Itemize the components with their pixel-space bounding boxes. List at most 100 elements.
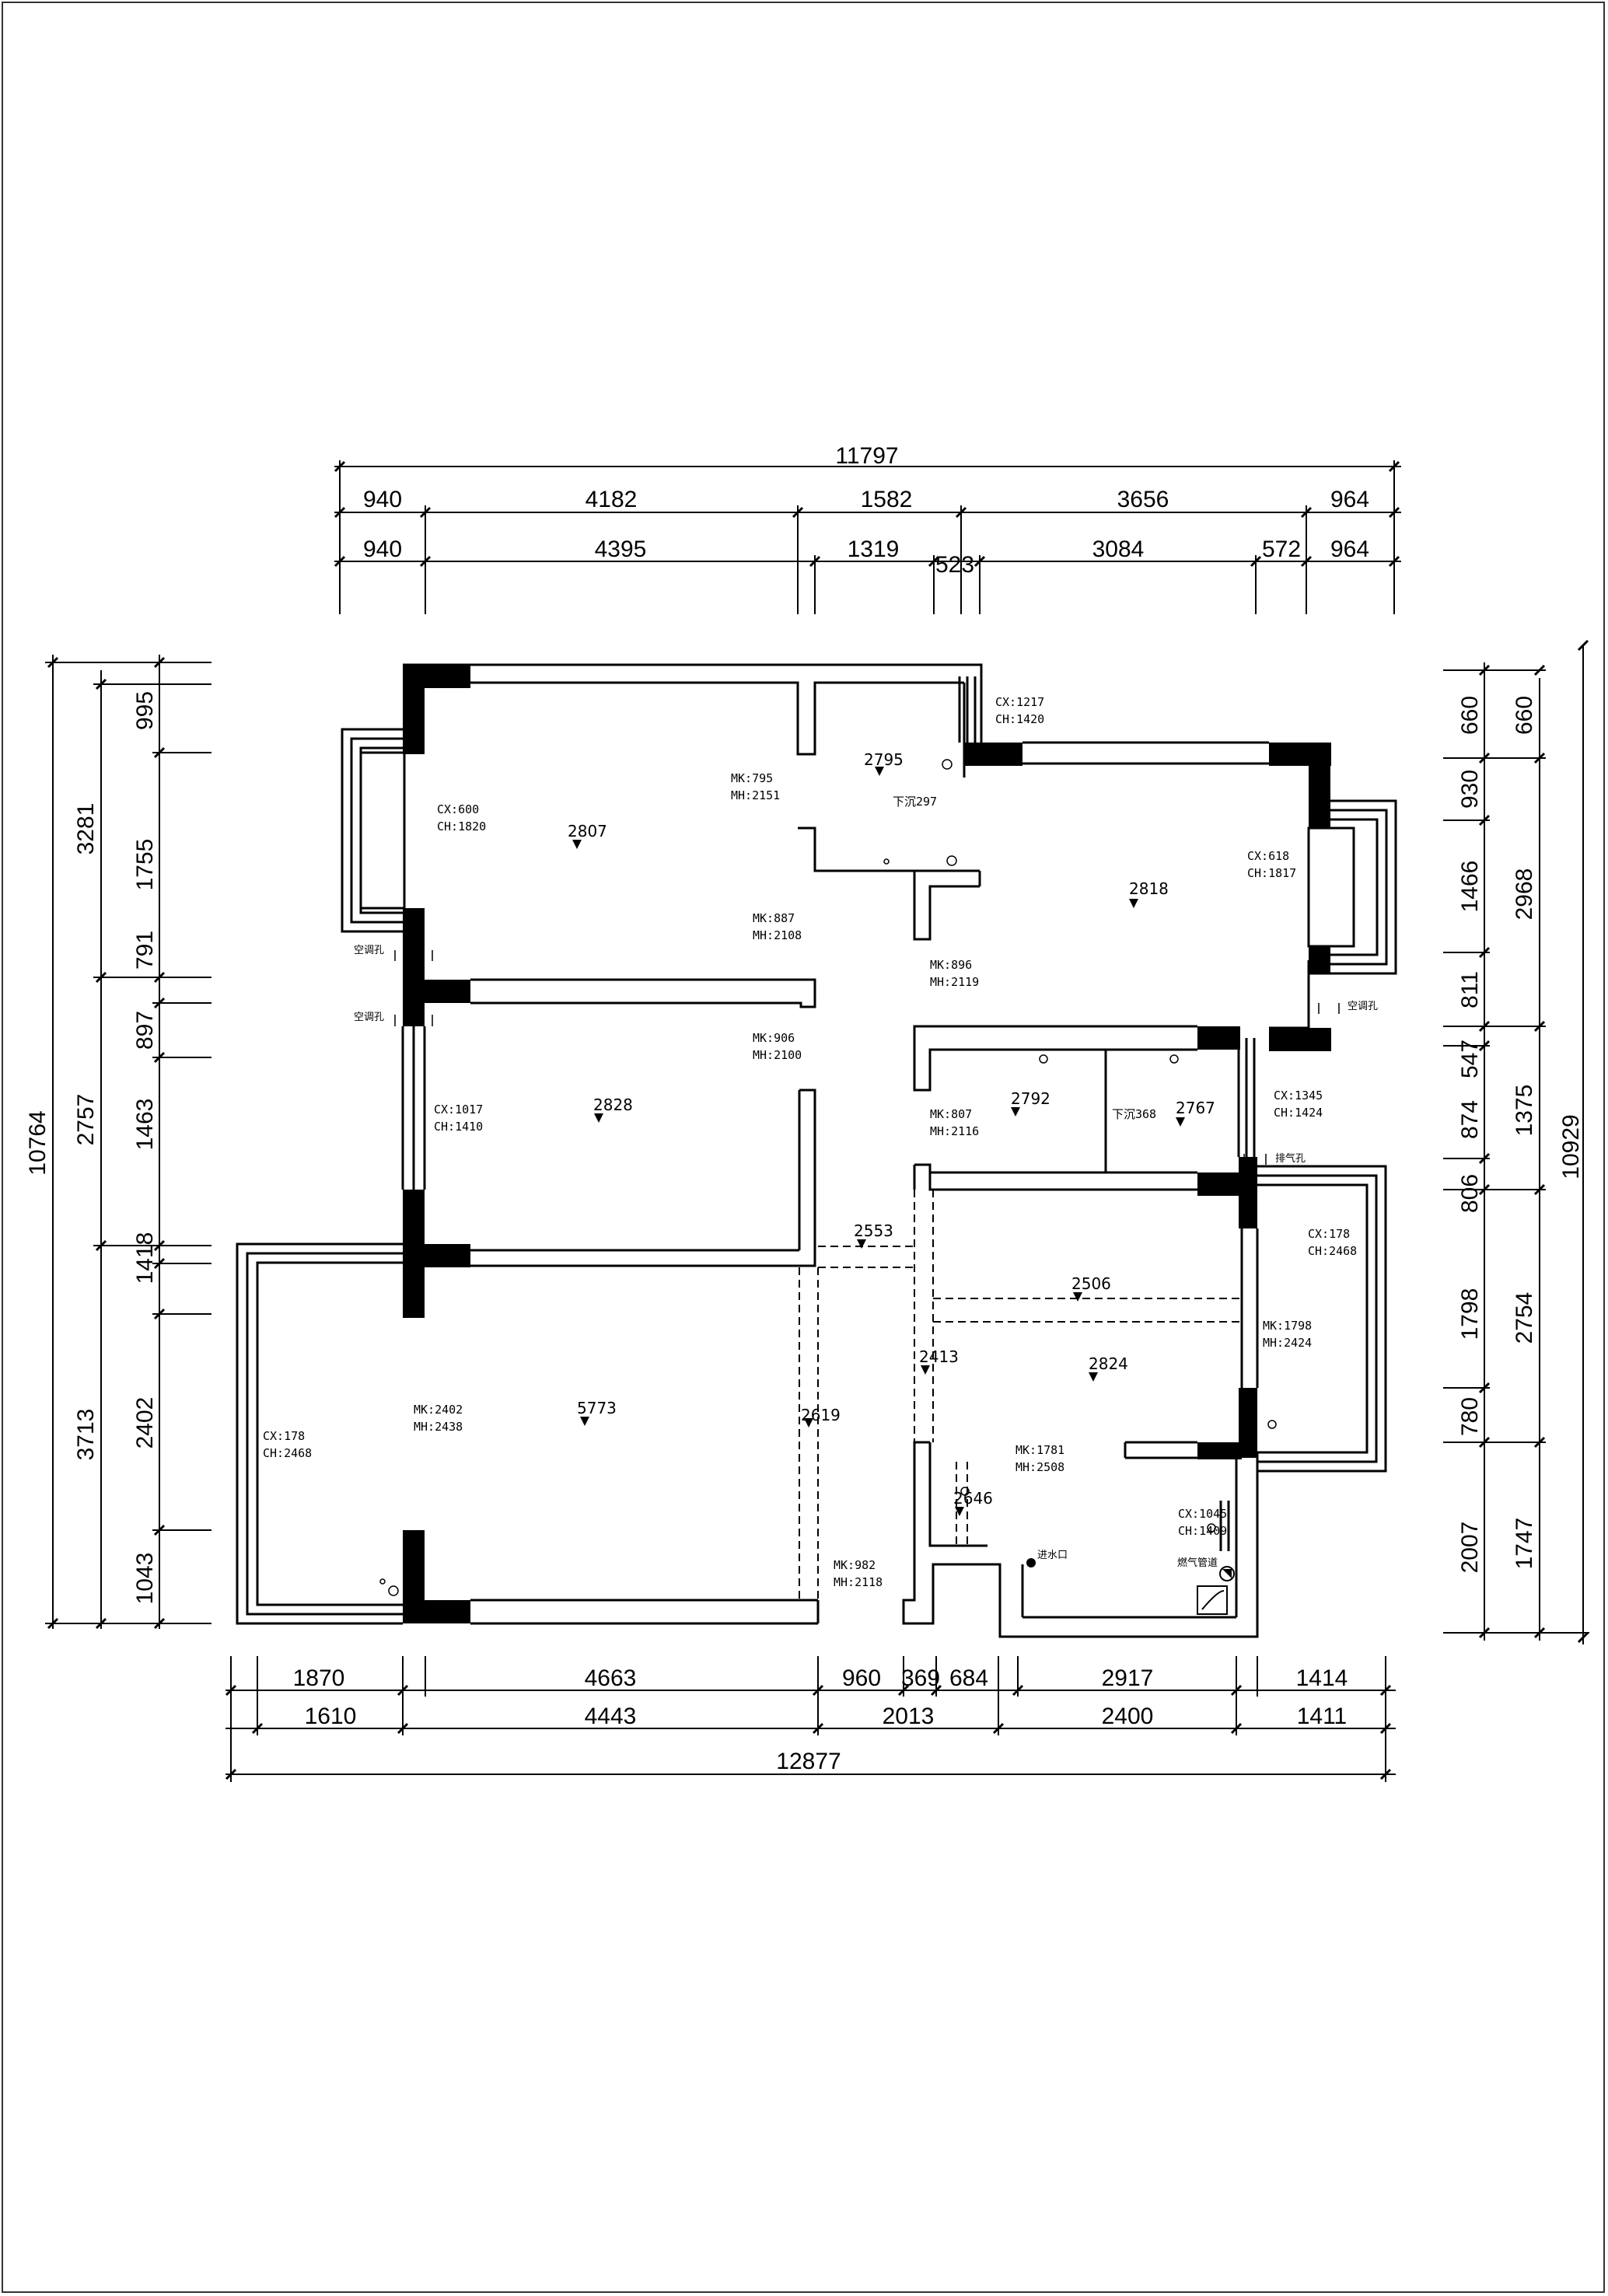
- level-label: 2767: [1176, 1099, 1215, 1117]
- note-cx: CX:178: [263, 1429, 305, 1443]
- ac-hole-icon: [394, 950, 1340, 1165]
- ac-hole-label: 空调孔: [1348, 1000, 1378, 1012]
- dim-bottom-r1: 960: [842, 1665, 881, 1691]
- dim-bottom-r1: 1870: [293, 1665, 345, 1691]
- dim-left-r2: 791: [132, 931, 158, 970]
- structural-columns: [403, 665, 1331, 1623]
- dashed-lines: [799, 1190, 1242, 1600]
- dim-top-r1: 3656: [1117, 487, 1169, 512]
- dim-bottom-r1: 2917: [1102, 1665, 1154, 1691]
- dim-right-r2: 2754: [1512, 1292, 1537, 1344]
- note-mk: MK:1781: [1015, 1443, 1064, 1457]
- level-label: 2807: [568, 822, 607, 840]
- dim-top-r2: 3084: [1092, 536, 1145, 562]
- dim-right-overall: 10929: [1558, 1114, 1584, 1179]
- note-mk: MK:807: [930, 1107, 972, 1121]
- note-mk: MK:1798: [1263, 1319, 1312, 1333]
- dim-left-overall: 10764: [25, 1110, 51, 1175]
- dim-bottom-r1: 4663: [585, 1665, 637, 1691]
- dim-left-r2: 1755: [132, 839, 158, 891]
- dim-right-r1: 780: [1457, 1397, 1483, 1436]
- note-ch: CH:1820: [437, 820, 486, 833]
- dim-bottom-r2: 2013: [883, 1704, 935, 1729]
- level-label: 2553: [854, 1221, 893, 1240]
- dim-left-r2: 897: [132, 1011, 158, 1050]
- dim-bottom-overall: 12877: [776, 1749, 841, 1774]
- dim-bottom-r2: 1610: [305, 1704, 357, 1729]
- dim-top-r2: 572: [1262, 536, 1301, 562]
- dim-left-r2: 1043: [132, 1553, 158, 1605]
- dim-right-r2: 1375: [1512, 1085, 1537, 1137]
- walls: [236, 663, 1397, 1638]
- dim-top-r2: 1319: [848, 536, 900, 562]
- note-mk: MK:2402: [414, 1403, 463, 1417]
- gas-pipe-label: 燃气管道: [1177, 1557, 1218, 1568]
- dim-right-r1: 2007: [1457, 1522, 1483, 1574]
- note-cx: CX:1345: [1274, 1089, 1323, 1103]
- dim-right-r1: 806: [1457, 1174, 1483, 1213]
- note-sink: 下沉297: [893, 795, 937, 809]
- level-label: 2506: [1071, 1274, 1111, 1293]
- note-mk: MK:896: [930, 958, 972, 972]
- dim-bottom-r2: 4443: [585, 1704, 637, 1729]
- dim-top-r1: 4182: [586, 487, 638, 512]
- note-mh: MH:2108: [753, 928, 802, 942]
- dim-left-r1: 3713: [73, 1409, 99, 1461]
- dim-top-r2: 4395: [595, 536, 647, 562]
- vent-hole-label: 排气孔: [1275, 1152, 1306, 1164]
- note-ch: CH:1817: [1247, 866, 1296, 880]
- level-label: 2795: [864, 750, 904, 769]
- note-mh: MH:2119: [930, 975, 979, 989]
- level-markers: [572, 767, 1185, 1516]
- water-inlet-label: 进水口: [1037, 1549, 1068, 1560]
- level-label: 5773: [577, 1399, 617, 1417]
- dim-right-r1: 1466: [1457, 861, 1483, 913]
- dim-left-r2: 1463: [132, 1099, 158, 1151]
- dim-top-r1: 964: [1330, 487, 1369, 512]
- dim-right-r1: 1798: [1457, 1288, 1483, 1340]
- dimension-lines: [45, 460, 1589, 1782]
- level-label: 2824: [1089, 1354, 1128, 1373]
- note-cx: CX:1017: [434, 1103, 483, 1117]
- ac-hole-label: 空调孔: [354, 944, 384, 956]
- dim-right-r1: 547: [1457, 1040, 1483, 1078]
- dim-top-overall: 11797: [835, 443, 898, 469]
- note-cx: CX:1045: [1178, 1507, 1227, 1521]
- level-label: 2413: [919, 1347, 959, 1366]
- note-cx: CX:600: [437, 802, 479, 816]
- note-ch: CH:1409: [1178, 1524, 1227, 1538]
- note-cx: CX:1217: [995, 695, 1044, 709]
- dim-top-r2: 523: [935, 552, 974, 578]
- dim-right-r2: 660: [1512, 696, 1537, 735]
- dim-right-r1: 811: [1457, 971, 1483, 1008]
- dim-top-r2: 940: [363, 536, 402, 562]
- dim-right-r2: 2968: [1512, 868, 1537, 921]
- dim-right-r1: 874: [1457, 1100, 1483, 1139]
- dim-right-r1: 930: [1457, 770, 1483, 809]
- note-sink: 下沉368: [1112, 1107, 1156, 1121]
- level-label: 2619: [801, 1406, 841, 1424]
- dim-bottom-r1: 369: [901, 1665, 940, 1691]
- ac-hole-label: 空调孔: [354, 1011, 384, 1022]
- dim-top-r1: 1582: [861, 487, 913, 512]
- note-ch: CH:1420: [995, 712, 1044, 726]
- dim-bottom-r2: 2400: [1102, 1704, 1154, 1729]
- dim-left-r2: 1418: [132, 1232, 158, 1284]
- dim-left-r1: 3281: [73, 803, 99, 855]
- dim-bottom-r2: 1411: [1297, 1704, 1348, 1729]
- note-cx: CX:178: [1308, 1227, 1350, 1241]
- note-mk: MK:795: [731, 771, 773, 785]
- dim-bottom-r1: 1414: [1296, 1665, 1348, 1691]
- dim-top-r1: 940: [363, 487, 402, 512]
- note-mh: MH:2508: [1015, 1460, 1064, 1474]
- note-mk: MK:887: [753, 911, 795, 925]
- dim-left-r2: 2402: [132, 1397, 158, 1449]
- level-label: 2792: [1011, 1089, 1050, 1108]
- drain-icon: [379, 759, 1277, 1596]
- note-ch: CH:2468: [263, 1446, 312, 1460]
- note-mh: MH:2118: [834, 1575, 883, 1589]
- note-mk: MK:982: [834, 1558, 876, 1572]
- note-ch: CH:1424: [1274, 1106, 1323, 1120]
- dim-left-r2: 995: [132, 691, 158, 730]
